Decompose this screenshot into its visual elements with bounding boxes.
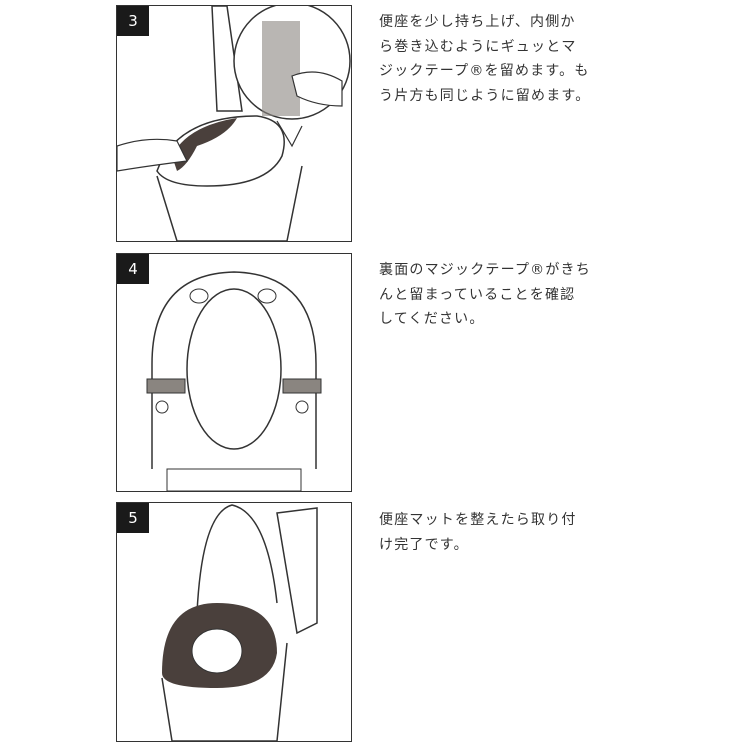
instruction-line: 裏面のマジックテープ®がきち <box>379 262 591 278</box>
finished-toilet-illustration <box>161 504 318 741</box>
instruction-line: んと留まっていることを確認 <box>379 286 576 303</box>
instruction-line: 便座マットを整えたら取り付 <box>379 512 577 528</box>
instruction-line: う片方も同じように留めます。 <box>379 87 591 104</box>
step-4-instructions: 裏面のマジックテープ®がきち んと留まっていることを確認 してください。 <box>379 258 649 332</box>
instruction-line: してください。 <box>379 311 485 327</box>
instruction-line: ジックテープ®を留めます。も <box>379 63 590 79</box>
instruction-line: 便座を少し持ち上げ、内側か <box>379 14 576 30</box>
instruction-line: け完了です。 <box>379 536 469 553</box>
step-3-instructions: 便座を少し持ち上げ、内側か ら巻き込むようにギュッとマ ジックテープ®を留めます… <box>379 10 649 108</box>
step-number-badge: 3 <box>117 6 149 36</box>
instruction-line: ら巻き込むようにギュッとマ <box>379 38 577 55</box>
toilet-seat-underside-illustration <box>146 271 322 491</box>
step-5-instructions: 便座マットを整えたら取り付 け完了です。 <box>379 508 649 557</box>
step-number-badge: 4 <box>117 254 149 284</box>
step-3-illustration: 3 <box>116 5 352 242</box>
step-number-badge: 5 <box>117 503 149 533</box>
toilet-seat-attach-illustration <box>117 6 351 241</box>
step-5-illustration: 5 <box>116 502 352 742</box>
step-4-illustration: 4 <box>116 253 352 492</box>
